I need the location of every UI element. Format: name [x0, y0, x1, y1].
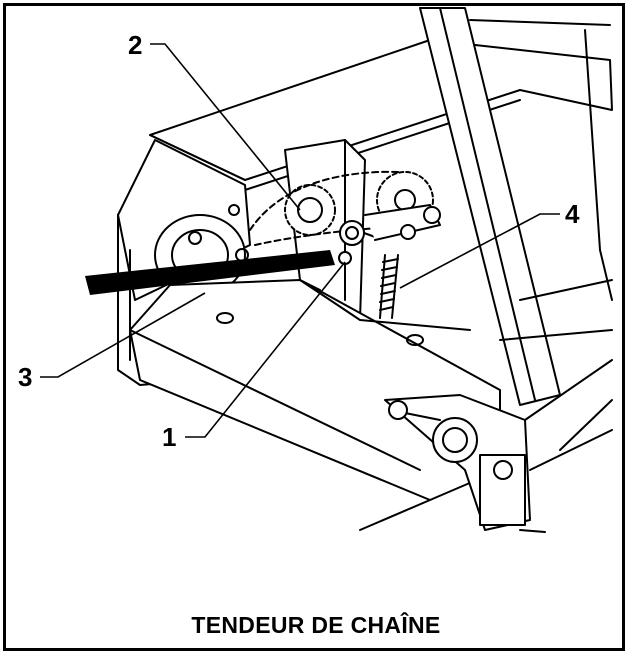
tension-spring [379, 254, 399, 319]
callout-label-2: 2 [128, 30, 143, 60]
reference-bar [85, 250, 335, 295]
callout-label-1: 1 [162, 422, 177, 452]
leader-line-2 [150, 43, 301, 211]
callout-label-4: 4 [565, 199, 580, 229]
chain-path [249, 170, 401, 231]
tensioner-bolt [339, 220, 365, 246]
leader-line-3 [40, 292, 206, 378]
callout-label-3: 3 [18, 362, 33, 392]
figure-caption: TENDEUR DE CHAÎNE [191, 612, 441, 638]
lower-beam [129, 279, 501, 501]
leader-line-4 [399, 213, 560, 289]
sprocket-left [284, 184, 336, 236]
leader-line-1 [185, 261, 346, 438]
